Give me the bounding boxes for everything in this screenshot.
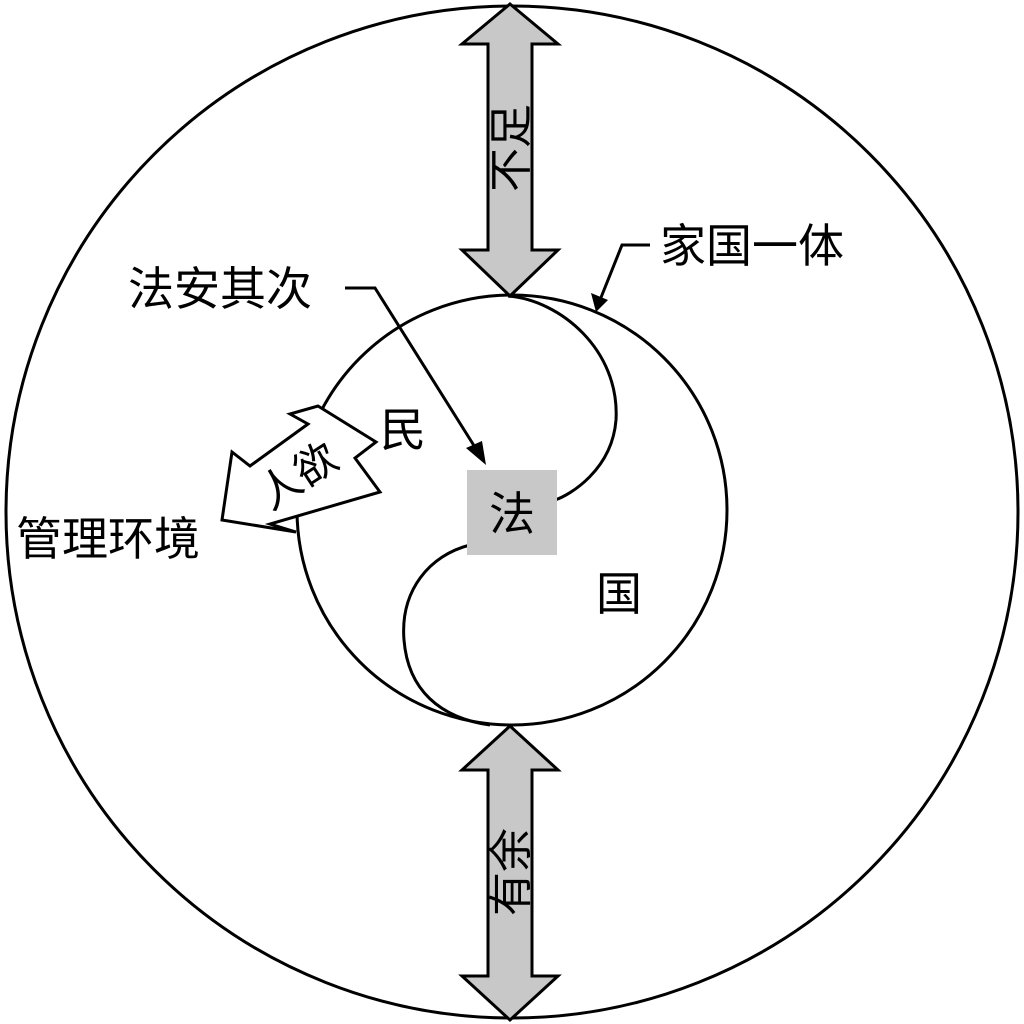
insufficient-arrow xyxy=(457,2,563,299)
law-secondary-label: 法安其次 xyxy=(128,262,312,316)
taiji-s-curve xyxy=(402,294,618,727)
management-label: 管理环境 xyxy=(16,512,200,566)
outer-ring-label: 家国一体 xyxy=(660,219,844,273)
law-secondary-pointer-head xyxy=(466,441,486,465)
surplus-label: 有余 xyxy=(486,828,537,916)
surplus-arrow xyxy=(458,723,562,1023)
insufficient-label: 不足 xyxy=(486,104,537,192)
outer-ring-pointer xyxy=(598,243,650,301)
law-box xyxy=(467,470,557,555)
outer-ring-pointer-head xyxy=(591,293,608,312)
law-label: 法 xyxy=(489,487,535,541)
desire-arrow xyxy=(220,404,383,534)
people-label: 民 xyxy=(380,403,426,457)
state-label: 国 xyxy=(596,567,642,621)
law-secondary-pointer xyxy=(345,286,480,453)
